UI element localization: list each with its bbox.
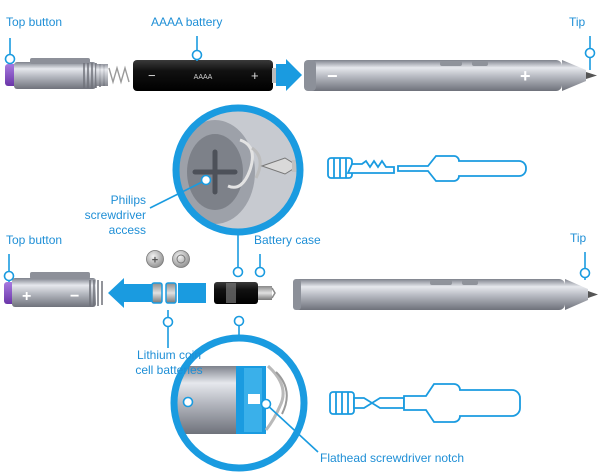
philips-label-line: screwdriver — [84, 208, 146, 222]
bottom-top-button-cap: + − — [4, 272, 103, 307]
aaaa-battery: − AAAA + — [133, 60, 276, 91]
philips-screw-head-icon — [192, 149, 238, 195]
tip-label-bottom: Tip — [570, 231, 587, 245]
flathead-zoom-circle — [170, 334, 308, 472]
aaaa-battery-label: AAAA battery — [151, 15, 223, 29]
battery-case — [214, 282, 276, 304]
coin-cell-label-line: cell batteries — [135, 363, 203, 377]
coin-battery-icon: + — [146, 250, 190, 268]
pen-plus-sign: + — [520, 66, 531, 86]
bottom-pen-assembly: + − — [4, 272, 598, 310]
coin-cell-label: Lithium coin cell batteries — [96, 348, 242, 378]
bottom-pen-body — [293, 279, 598, 310]
callout-dot-icon — [254, 266, 266, 278]
philips-zoom-circle — [172, 104, 304, 236]
coin-battery-stack — [151, 282, 206, 304]
cap-minus-sign: − — [70, 288, 79, 305]
callout-dot-icon — [162, 316, 174, 328]
coin-cell-label-line: Lithium coin — [136, 348, 202, 362]
top-button-label-bottom: Top button — [6, 233, 63, 247]
philips-callout — [149, 174, 212, 209]
flathead-screwdriver-icon — [329, 383, 521, 423]
cap-plus-sign: + — [22, 288, 31, 305]
battery-plus-sign: + — [251, 68, 259, 83]
top-callouts — [4, 36, 596, 70]
philips-label-line: Philips — [110, 193, 146, 207]
callout-dot-icon — [579, 267, 591, 279]
spring-icon — [108, 65, 130, 85]
battery-minus-sign: − — [148, 68, 156, 83]
callout-dot-icon — [182, 396, 194, 408]
svg-text:+: + — [152, 255, 158, 267]
arrow-right-icon — [276, 59, 302, 91]
callout-dot-icon — [260, 398, 272, 410]
callout-dot-icon — [584, 47, 596, 59]
battery-print: AAAA — [194, 74, 213, 81]
philips-label: Philips screwdriver access — [60, 193, 146, 238]
top-pen-assembly: − AAAA + − + — [5, 58, 597, 91]
top-button-cap — [5, 58, 130, 89]
callout-dot-icon — [200, 174, 212, 186]
callout-dot-icon — [232, 266, 244, 278]
callout-dot-icon — [191, 49, 203, 61]
top-button-label: Top button — [6, 15, 63, 29]
flathead-notch-label: Flathead screwdriver notch — [320, 451, 465, 465]
pen-minus-sign: − — [327, 66, 338, 86]
top-pen-body: − + — [304, 60, 597, 91]
flathead-callout — [260, 398, 319, 453]
battery-case-label: Battery case — [254, 233, 321, 247]
tip-label-top: Tip — [569, 15, 586, 29]
philips-label-line: access — [108, 223, 146, 237]
philips-screwdriver-icon — [327, 155, 527, 182]
callout-dot-icon — [4, 53, 16, 65]
callout-dot-icon — [233, 315, 245, 327]
arrow-left-icon — [108, 278, 154, 308]
callout-dot-icon — [3, 270, 15, 282]
